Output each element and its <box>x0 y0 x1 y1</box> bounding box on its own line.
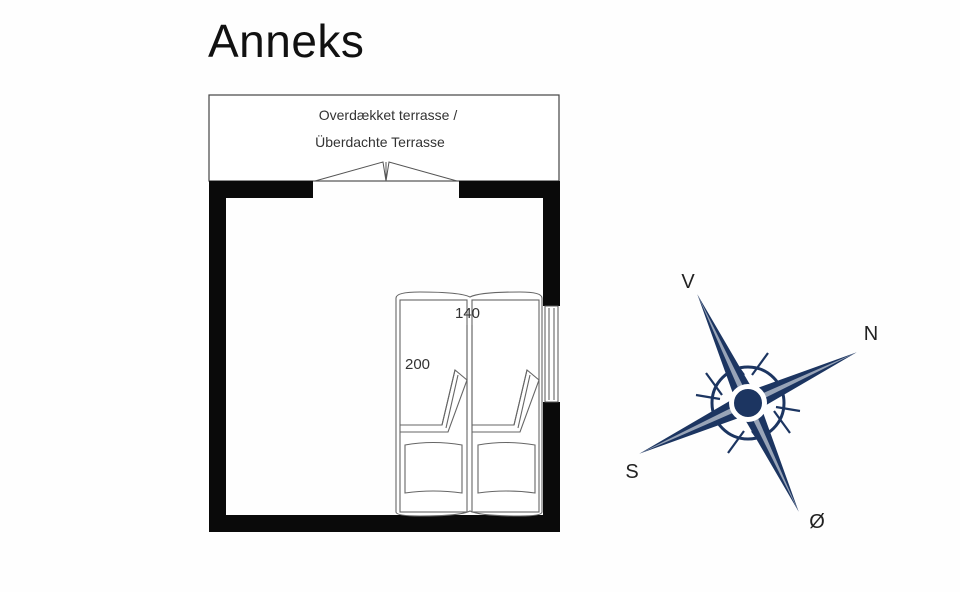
double-door <box>313 161 459 182</box>
compass-label-o: Ø <box>809 511 825 533</box>
covered-terrace: Overdækket terrasse / Überdachte Terrass… <box>208 94 560 182</box>
compass-label-n: N <box>864 323 878 345</box>
compass-label-v: V <box>681 271 695 293</box>
compass-rose-icon <box>639 294 857 512</box>
terrace-label-german: Überdachte Terrasse <box>315 133 445 150</box>
walls <box>209 181 560 532</box>
terrace-label-danish: Overdækket terrasse / <box>319 107 458 123</box>
compass-label-s: S <box>625 461 638 483</box>
twin-beds <box>395 291 543 517</box>
window <box>544 305 559 403</box>
bed-width-label: 140 <box>455 305 480 322</box>
page-title: Anneks <box>208 15 365 67</box>
bed-length-label: 200 <box>405 356 430 373</box>
